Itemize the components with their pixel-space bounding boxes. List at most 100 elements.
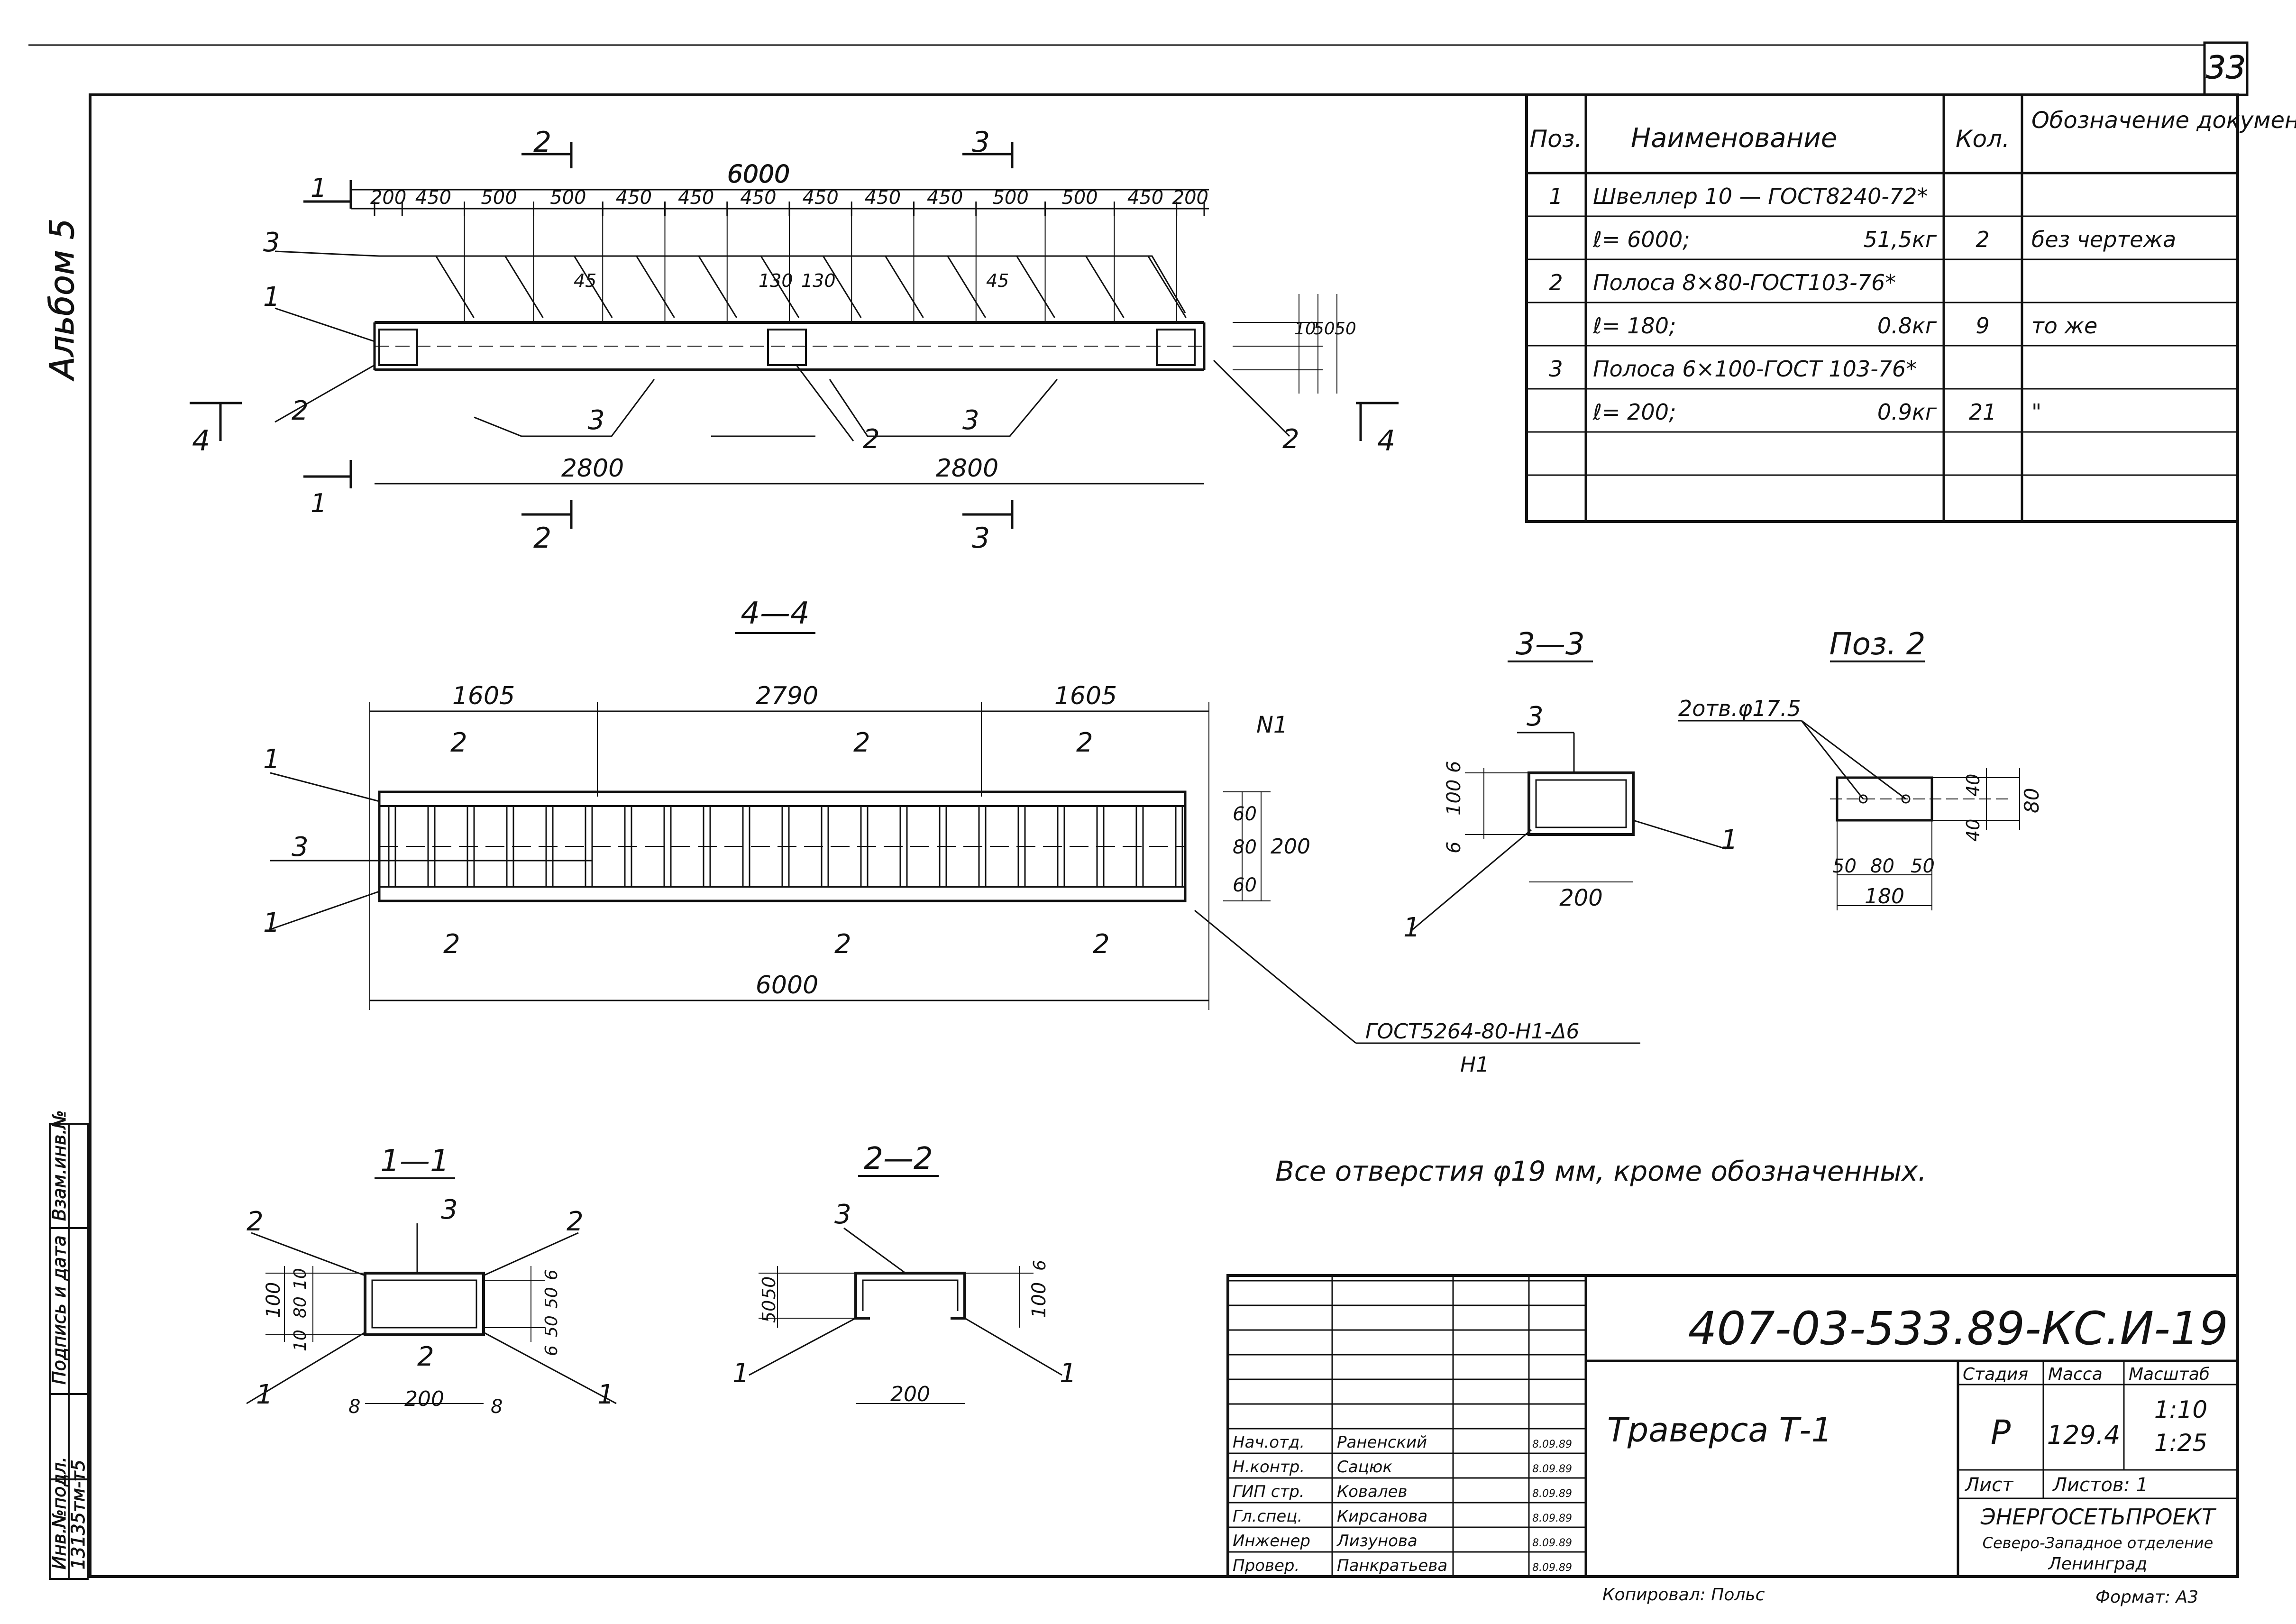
dim-1605-left: 1605 bbox=[452, 682, 515, 710]
section-4-4-title: 4—4 bbox=[741, 596, 809, 631]
spec-name: Полоса 8×80-ГОСТ103-76* bbox=[1593, 270, 1896, 295]
right-dim-10: 10 bbox=[1294, 319, 1316, 339]
dim-60-top: 60 bbox=[1233, 803, 1257, 825]
strip-hatch bbox=[636, 256, 675, 318]
strip-hatch bbox=[885, 256, 924, 318]
spec-doc: без чертежа bbox=[2031, 227, 2176, 252]
segment-dim-label: 500 bbox=[1061, 187, 1098, 209]
spec-header-name: Наименование bbox=[1631, 123, 1837, 154]
s44-callout-1a: 1 bbox=[263, 744, 280, 775]
s11-callout-2c: 2 bbox=[417, 1341, 434, 1372]
dim-200: 200 bbox=[1271, 835, 1310, 859]
spec-name: ℓ= 6000; bbox=[1592, 227, 1690, 252]
s11-dim-10b: 10 bbox=[291, 1330, 310, 1351]
stamp-signature: Подпись и дата bbox=[49, 1235, 70, 1385]
tb-role: Нач.отд. bbox=[1233, 1433, 1305, 1452]
title-block bbox=[1226, 1274, 2239, 1578]
stamp-inventory-number: 13135тм-т5 bbox=[68, 1459, 89, 1569]
spec-weight: 0.9кг bbox=[1877, 399, 1937, 425]
section-4-4 bbox=[270, 632, 1640, 1044]
s11-dim-50b: 50 bbox=[542, 1315, 561, 1337]
spec-weight: 0.8кг bbox=[1877, 313, 1937, 339]
section-2-2-title: 2—2 bbox=[864, 1141, 933, 1176]
s22-dim-100: 100 bbox=[1028, 1282, 1050, 1318]
pos2-dim-40b: 40 bbox=[1963, 819, 1984, 842]
strip-hatch bbox=[760, 256, 800, 318]
spec-header-qty: Кол. bbox=[1956, 125, 2010, 153]
pos-2-holes: 2отв.φ17.5 bbox=[1678, 696, 1801, 721]
spec-pos: 1 bbox=[1549, 184, 1563, 209]
s33-dim-200: 200 bbox=[1559, 885, 1603, 911]
strip-hatch bbox=[822, 256, 862, 318]
tb-sheets-label: Листов: 1 bbox=[2052, 1474, 2148, 1496]
tb-scale-2: 1:25 bbox=[2154, 1429, 2207, 1457]
strip-hatch bbox=[1016, 256, 1055, 318]
pos-2-title: Поз. 2 bbox=[1829, 627, 1926, 662]
strip-hatch bbox=[1085, 256, 1125, 318]
s11-dim-8a: 8 bbox=[348, 1396, 360, 1418]
s44-callout-3: 3 bbox=[292, 832, 309, 862]
s11-dim-50a: 50 bbox=[542, 1287, 561, 1309]
tb-name: Панкратьева bbox=[1337, 1556, 1447, 1575]
section-3-3 bbox=[1412, 661, 1726, 930]
callout-2-right: 2 bbox=[1282, 424, 1299, 455]
strip-hatch bbox=[504, 256, 544, 318]
segment-dim-label: 200 bbox=[370, 187, 406, 209]
top-total-dim: 6000 bbox=[727, 160, 790, 189]
pos2-dim-50b: 50 bbox=[1911, 855, 1935, 877]
spec-qty: 21 bbox=[1969, 399, 1997, 425]
segment-dim-label: 450 bbox=[740, 187, 776, 209]
s44-callout-2b: 2 bbox=[853, 727, 870, 758]
segment-dim-label: 200 bbox=[1172, 187, 1208, 209]
strip-hatch bbox=[947, 256, 987, 318]
section-1-1 bbox=[246, 1177, 617, 1404]
spec-pos: 2 bbox=[1549, 270, 1563, 295]
callout-3-bottom-a: 3 bbox=[588, 405, 605, 436]
plate-middle bbox=[767, 329, 807, 366]
spec-pos: 3 bbox=[1549, 356, 1563, 382]
tb-org1: ЭНЕРГОСЕТЬПРОЕКТ bbox=[1980, 1504, 2217, 1530]
stamp-inventory: Инв.№подл. bbox=[49, 1457, 70, 1569]
album-label: Альбом 5 bbox=[43, 219, 82, 381]
tb-org2: Северо-Западное отделение bbox=[1983, 1534, 2214, 1552]
tb-header-scale: Масштаб bbox=[2129, 1365, 2210, 1384]
spec-name: ℓ= 200; bbox=[1592, 399, 1676, 425]
pos2-dim-80-right: 80 bbox=[2020, 788, 2043, 813]
right-dim-50: 50 bbox=[1313, 319, 1335, 339]
tb-sheet-label: Лист bbox=[1964, 1474, 2014, 1496]
tb-role: Гл.спец. bbox=[1233, 1507, 1302, 1526]
tb-mass: 129.4 bbox=[2047, 1420, 2121, 1450]
spec-doc: то же bbox=[2031, 313, 2097, 339]
s22-callout-1a: 1 bbox=[732, 1358, 750, 1389]
tb-org3: Ленинград bbox=[2048, 1554, 2147, 1574]
callout-1: 1 bbox=[263, 282, 280, 312]
tb-header-stage: Стадия bbox=[1963, 1365, 2028, 1384]
section-mark-1-top: 1 bbox=[311, 173, 327, 203]
half-dim-right: 2800 bbox=[936, 454, 998, 483]
s11-dim-80: 80 bbox=[291, 1296, 310, 1318]
strip-hatch bbox=[698, 256, 738, 318]
spec-table bbox=[1525, 93, 2239, 523]
spec-qty: 2 bbox=[1976, 227, 1989, 252]
spec-name: ℓ= 180; bbox=[1592, 313, 1676, 339]
section-mark-4-left: 4 bbox=[192, 424, 210, 458]
dim-1605-right: 1605 bbox=[1054, 682, 1117, 710]
s22-dim-50b: 50 bbox=[759, 1300, 779, 1323]
detail-dim-45: 45 bbox=[574, 270, 596, 291]
s11-dim-8b: 8 bbox=[491, 1396, 503, 1418]
s33-callout-1a: 1 bbox=[1721, 825, 1738, 855]
s11-callout-1b: 1 bbox=[597, 1379, 614, 1410]
section-mark-2-bottom: 2 bbox=[533, 522, 551, 555]
pos-2-plate bbox=[1678, 661, 2020, 910]
segment-dim-label: 450 bbox=[865, 187, 901, 209]
s22-callout-1b: 1 bbox=[1060, 1358, 1077, 1389]
holes-note: Все отверстия φ19 мм, кроме обозначенных… bbox=[1275, 1155, 1927, 1187]
s44-callout-2f: 2 bbox=[1093, 929, 1110, 960]
segment-dim-label: 450 bbox=[616, 187, 652, 209]
section-mark-4-right: 4 bbox=[1377, 424, 1395, 458]
strip-hatch bbox=[1147, 256, 1187, 318]
spec-header-doc: Обозначение документа bbox=[2031, 107, 2296, 134]
